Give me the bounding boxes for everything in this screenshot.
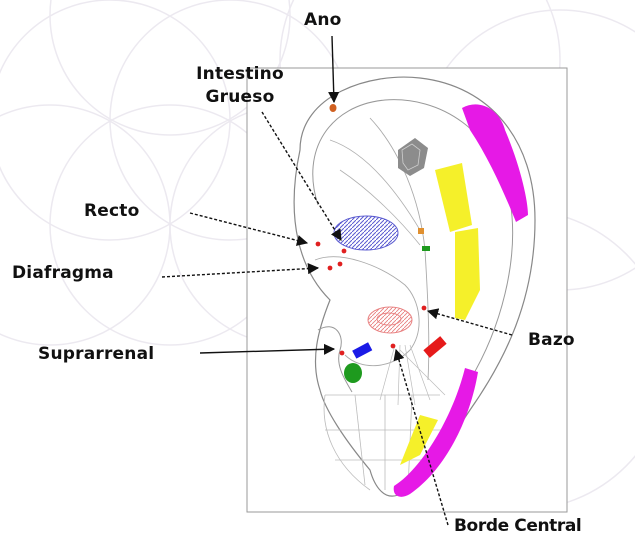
red-rect-zone xyxy=(423,336,447,358)
green-zone-lower xyxy=(344,363,362,383)
green-zone-upper xyxy=(422,246,430,251)
label-diafragma: Diafragma xyxy=(12,263,114,283)
intestino-pointer xyxy=(261,111,342,241)
diafragma-pointer xyxy=(161,262,320,278)
borde-central-pointer xyxy=(393,348,449,526)
label-borde-central: Borde Central xyxy=(454,516,582,536)
acupoints xyxy=(315,241,427,356)
orange-marker xyxy=(418,228,424,234)
gray-zone-detail xyxy=(401,143,421,171)
recto-pointer xyxy=(189,212,309,246)
helix-magenta-lower xyxy=(393,368,478,497)
triangular-fossa-line xyxy=(329,139,421,246)
ano-marker xyxy=(329,104,337,112)
antihelix-yellow-upper xyxy=(435,163,472,232)
blue-rect-zone xyxy=(352,342,373,359)
label-bazo: Bazo xyxy=(528,330,575,350)
tragus-line xyxy=(317,326,353,393)
pink-concha-zone xyxy=(367,306,413,334)
ano-pointer xyxy=(328,35,340,104)
antihelix-yellow-mid xyxy=(455,228,480,320)
helix-inner-line xyxy=(312,99,514,381)
label-recto: Recto xyxy=(84,201,140,221)
concha-line xyxy=(314,256,420,367)
suprarrenal-pointer xyxy=(199,343,336,355)
lobe-yellow xyxy=(400,415,438,465)
bazo-pointer xyxy=(426,308,513,336)
concha-fan-lines xyxy=(379,344,446,406)
pink-concha-inner xyxy=(376,312,402,326)
label-suprarrenal: Suprarrenal xyxy=(38,344,155,364)
hatched-oval xyxy=(333,215,399,251)
helix-magenta-band xyxy=(462,104,528,222)
label-ano: Ano xyxy=(304,10,342,30)
pointer-lines xyxy=(161,35,513,526)
label-intestino-grueso: Intestino Grueso xyxy=(196,64,284,107)
